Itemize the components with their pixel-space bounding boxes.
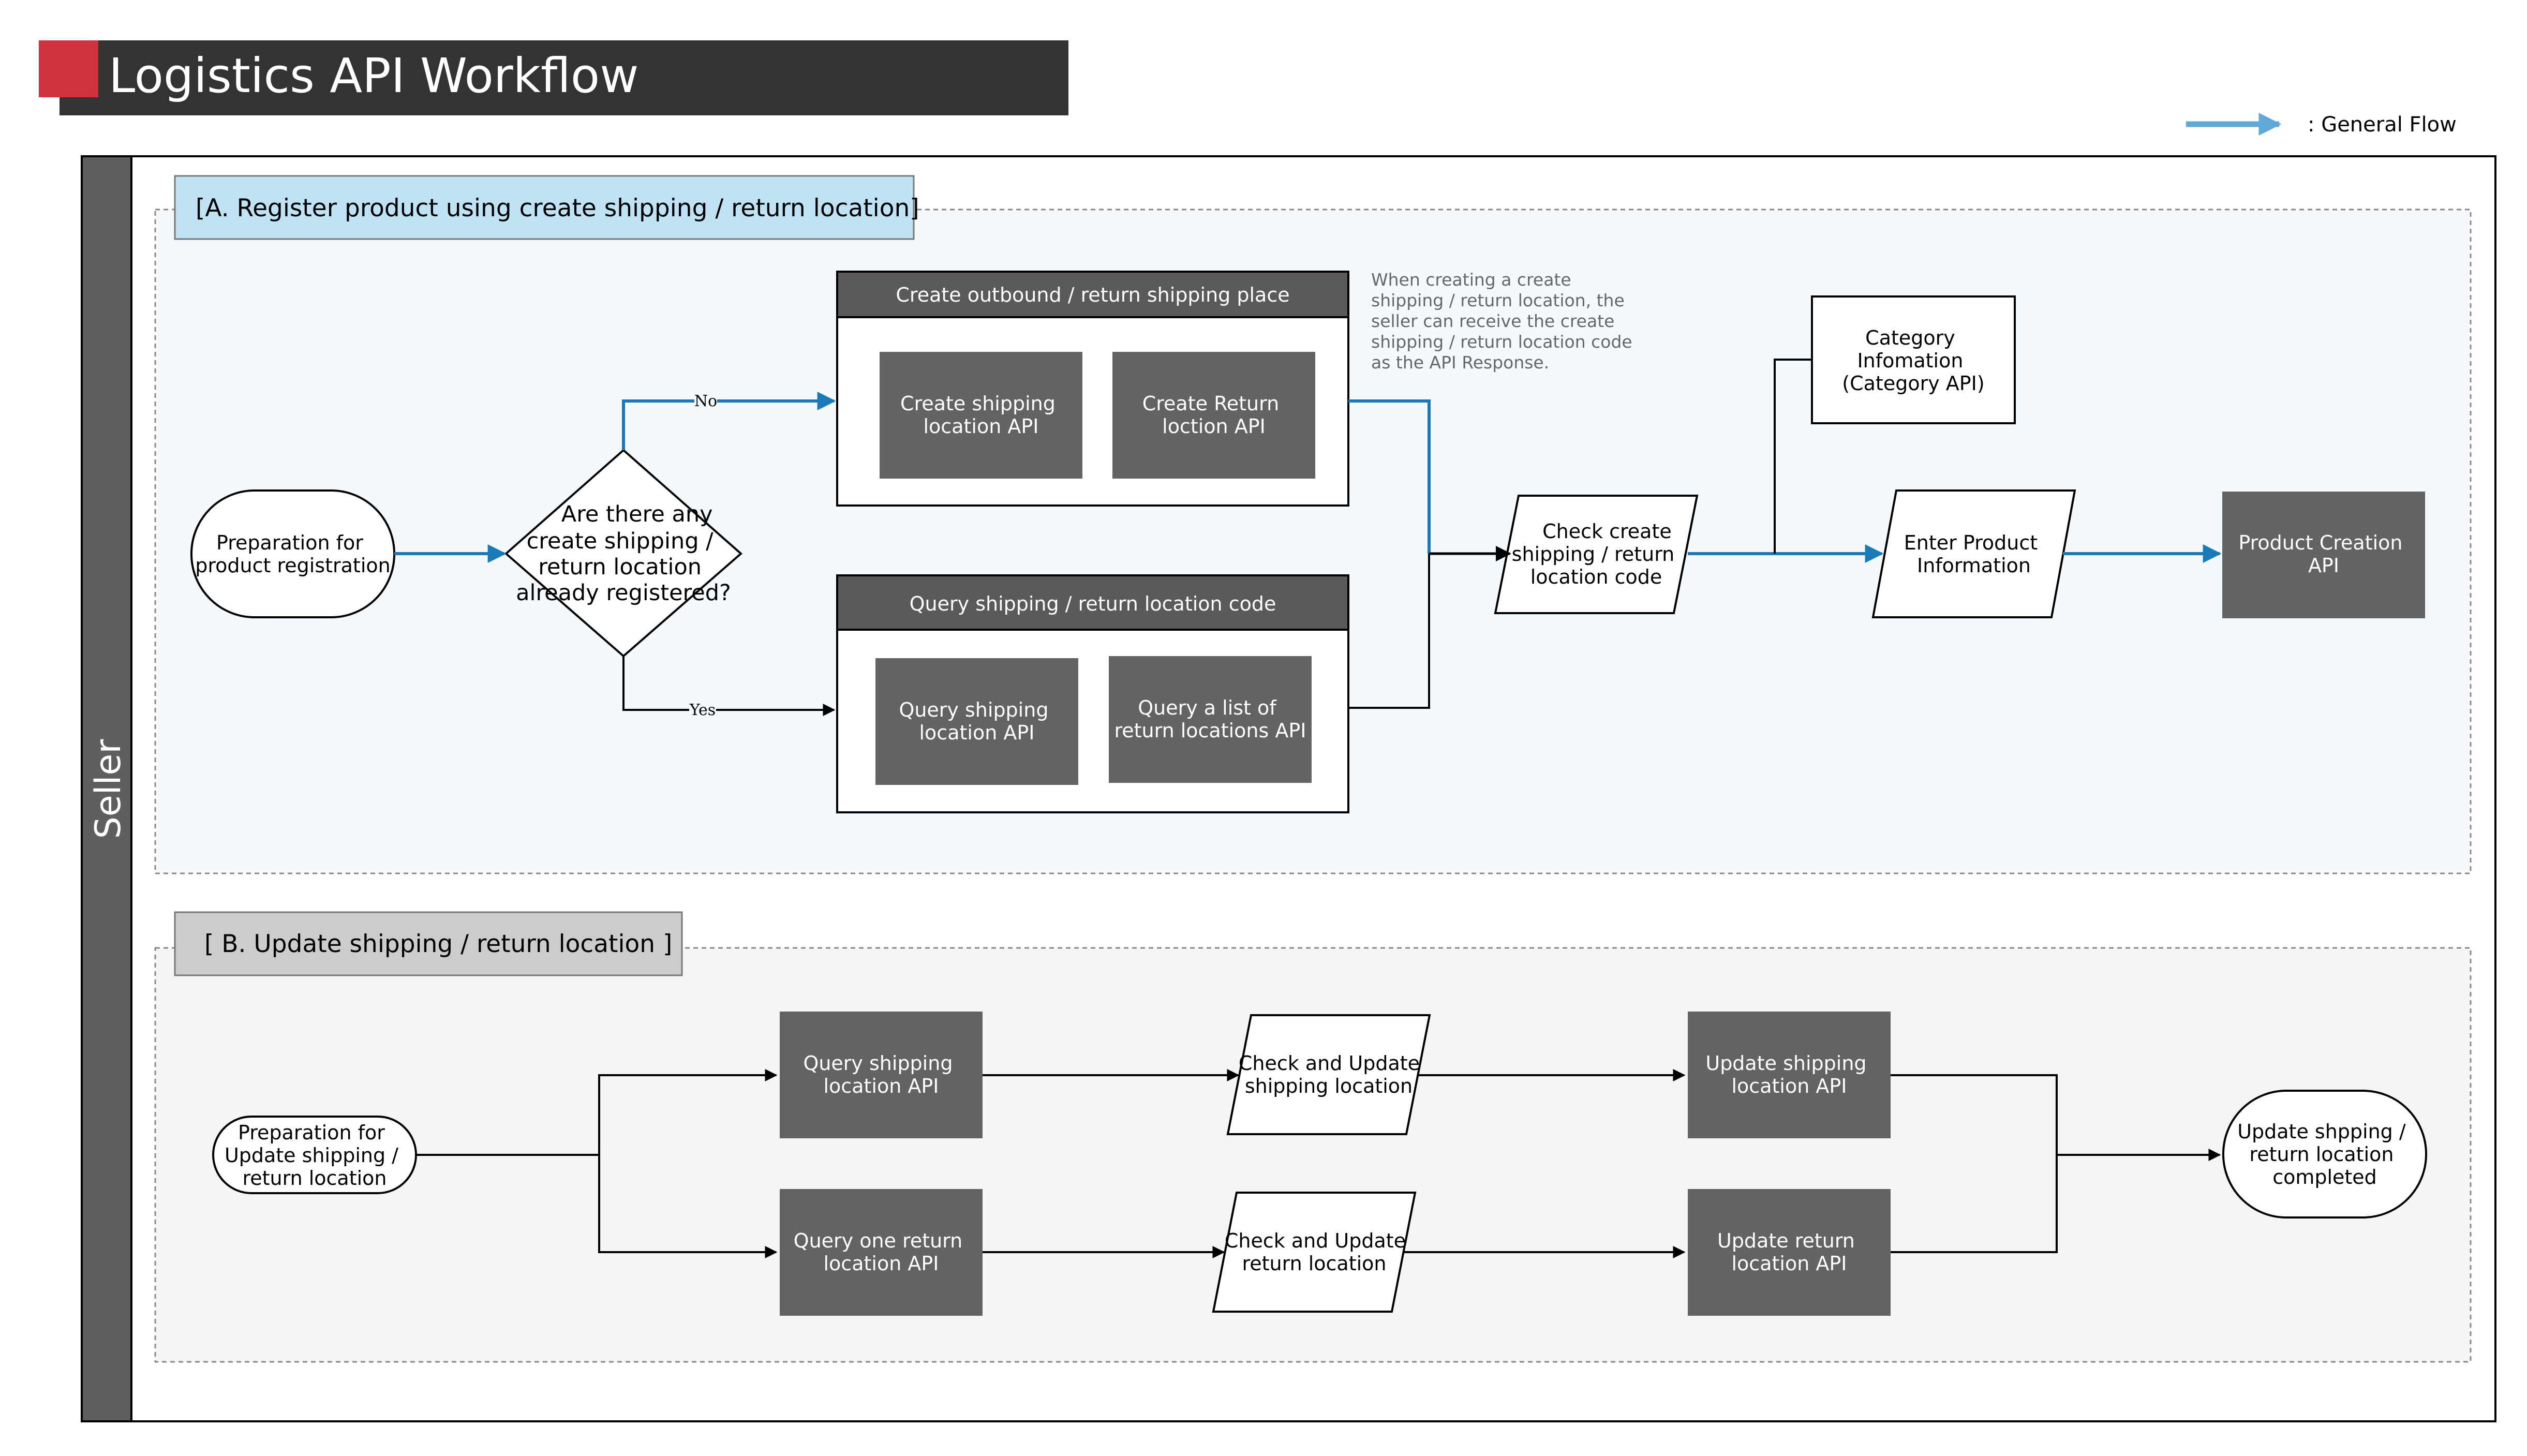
branch-no-bg [694,389,717,411]
flow-category-link [1774,359,1812,554]
flow-decision-no [622,392,836,450]
end-update-completed-label: Update shpping / return location complet… [2237,1120,2412,1188]
legend: : General Flow [2186,113,2457,137]
section-b: [ B. Update shipping / return location ]… [154,911,2472,1363]
end-update-completed [2222,1090,2427,1219]
flow-b-update-shipping-merge [1891,1074,2058,1155]
query-return-locations-list-api-label: Query a list of return locations API [1114,696,1306,742]
section-b-title: [ B. Update shipping / return location ] [204,930,672,958]
check-update-shipping-location-label: Check and Update shipping location [1239,1052,1426,1097]
header-bar [60,40,1068,115]
check-update-return-location-label: Check and Update return location [1225,1229,1412,1275]
check-update-return-location [1212,1192,1417,1313]
page-title: Logistics API Workflow [109,48,638,103]
section-b-title-box [174,911,683,976]
flow-query-to-check [1348,554,1430,709]
start-preparation-update-label: Preparation for Update shipping / return… [225,1121,405,1190]
lane-bar [81,155,132,1422]
create-return-location-api [1112,352,1315,479]
update-return-location-api-label: Update return location API [1717,1229,1861,1275]
check-update-shipping-location [1226,1014,1431,1135]
product-creation-api [2222,492,2425,618]
create-return-location-api-label: Create Return loction API [1142,392,1286,438]
section-a-title-box [174,175,915,240]
create-shipping-location-api [880,352,1082,479]
enter-product-information [1871,489,2076,618]
update-shipping-location-api-label: Update shipping location API [1705,1052,1872,1097]
update-shipping-location-api [1688,1012,1891,1138]
branch-yes-bg [689,699,716,720]
category-information [1811,295,2016,424]
query-group-title: Query shipping / return location code [910,592,1276,615]
query-shipping-location-api-label: Query shipping location API [899,699,1054,744]
query-shipping-location-api-b [780,1012,983,1138]
section-a-title: [A. Register product using create shippi… [196,194,919,222]
create-shipping-location-api-label: Create shipping location API [900,392,1062,438]
product-creation-api-label: Product Creation API [2238,531,2409,577]
create-group-title: Create outbound / return shipping place [896,284,1289,306]
start-preparation-product-label: Preparation for product registration [195,531,390,577]
query-one-return-location-api-label: Query one return location API [794,1229,969,1275]
decision-registered-label: Are there any create shipping / return l… [516,501,731,606]
query-one-return-location-api [780,1189,983,1316]
flow-create-to-check [1348,399,1431,554]
flow-b-to-query-return [598,1155,778,1258]
lane-label: Seller [88,739,129,839]
flow-b-update-return-merge [1891,1155,2058,1253]
api-response-note: When creating a create shipping / return… [1371,270,1638,373]
branch-no-label: No [694,392,717,410]
enter-product-information-label: Enter Product Information [1904,531,2044,577]
create-group-header [836,271,1349,318]
branch-yes-label: Yes [689,701,716,719]
header-accent [39,40,98,97]
section-a: [A. Register product using create shippi… [154,175,2472,874]
query-shipping-location-api [875,658,1078,785]
check-location-code [1494,495,1699,614]
legend-label: : General Flow [2308,113,2457,137]
flow-decision-yes [622,656,836,716]
query-group-header [836,574,1349,631]
query-return-locations-list-api [1109,656,1312,783]
header: Logistics API Workflow [39,40,1068,115]
query-shipping-location-api-b-label: Query shipping location API [803,1052,959,1097]
update-return-location-api [1688,1189,1891,1316]
check-location-code-label: Check create shipping / return location … [1512,520,1681,588]
category-information-label: Category Infomation (Category API) [1842,326,1984,395]
flow-b-to-query-shipping [598,1069,778,1155]
